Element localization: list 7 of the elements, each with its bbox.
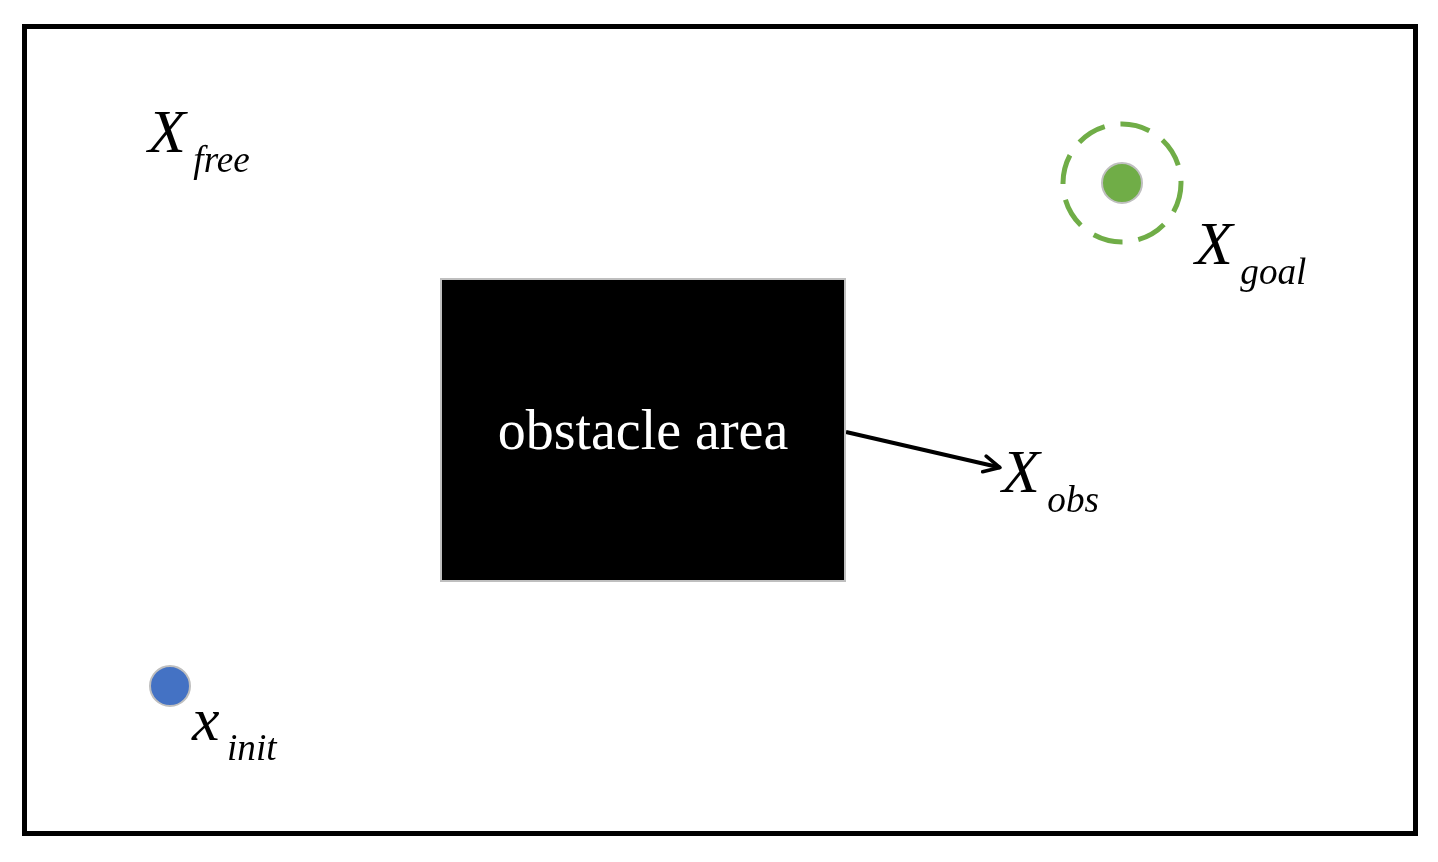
- region-label: x$_{init}$: [192, 688, 277, 767]
- region-label: X$_{obs}$: [1002, 440, 1099, 519]
- region-label: X$_{free}$: [148, 100, 250, 179]
- box-label: obstacle area: [497, 398, 789, 462]
- arrow: [845, 430, 1002, 474]
- region-label: X$_{goal}$: [1195, 212, 1307, 291]
- obstacle-box: [440, 278, 846, 582]
